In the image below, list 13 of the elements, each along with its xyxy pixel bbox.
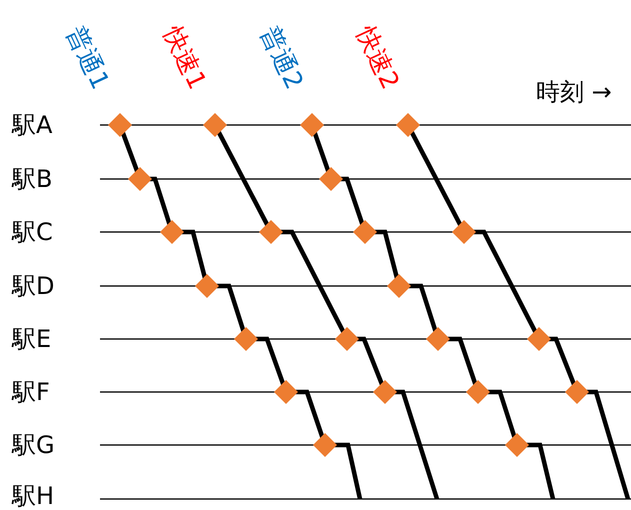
train-name: 普通2: [256, 22, 308, 94]
station-name: 駅F: [12, 380, 50, 405]
station-name: 駅C: [12, 220, 53, 245]
station-name: 駅D: [12, 274, 54, 299]
train-name: 普通1: [62, 22, 114, 94]
train-name: 快速2: [352, 22, 404, 94]
station-name: 駅G: [12, 432, 55, 458]
axis-label: 時刻 →: [536, 80, 612, 105]
station-name: 駅H: [12, 484, 54, 510]
station-name: 駅A: [12, 112, 52, 138]
station-name: 駅B: [12, 166, 52, 192]
train-name: 快速1: [158, 22, 212, 94]
station-name: 駅E: [12, 326, 52, 352]
